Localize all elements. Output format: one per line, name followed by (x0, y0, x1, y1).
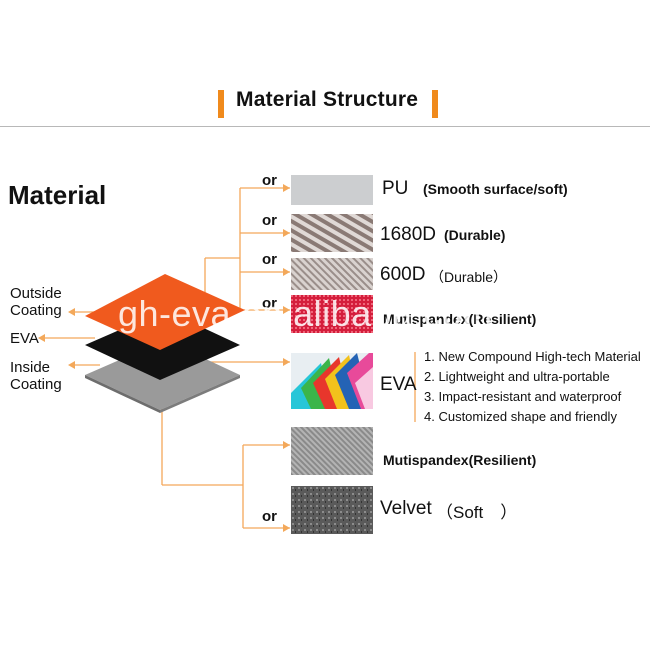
layer-label-inside-line1: Inside (10, 359, 51, 376)
layer-label-eva: EVA (10, 330, 39, 347)
watermark: gh-eva.en.alibaba.com (118, 293, 493, 334)
or-label-600d: or (262, 251, 277, 268)
layer-label-inside-line2: Coating (10, 376, 62, 393)
or-label-pu: or (262, 172, 277, 189)
eva-swatch (291, 353, 373, 409)
or-label-mutispandex: or (262, 295, 277, 312)
outside-coating-layer (85, 274, 245, 350)
600d-desc: （Durable） (430, 269, 508, 285)
pu-swatch (291, 175, 373, 205)
600d-swatch (291, 258, 373, 290)
layer-label-outside-line2: Coating (10, 302, 62, 319)
mutispandex-grey-swatch (291, 427, 373, 475)
eva-features: 1. New Compound High-tech Material 2. Li… (424, 347, 641, 427)
eva-feature-4: 4. Customized shape and friendly (424, 409, 617, 424)
or-label-1680d: or (262, 212, 277, 229)
1680d-desc: (Durable) (444, 227, 506, 243)
velvet-swatch (291, 486, 373, 534)
layer-label-outside-line1: Outside (10, 285, 62, 302)
eva-feature-1: 1. New Compound High-tech Material (424, 349, 641, 364)
header-divider (0, 126, 650, 127)
eva-feature-3: 3. Impact-resistant and waterproof (424, 389, 622, 404)
eva-feature-2: 2. Lightweight and ultra-portable (424, 369, 610, 384)
1680d-name: 1680D (380, 224, 436, 245)
velvet-name: Velvet (380, 498, 432, 519)
eva-name: EVA (380, 374, 417, 395)
mutispandex-inside-name: Mutispandex(Resilient) (383, 452, 537, 468)
section-heading: Material (8, 180, 107, 210)
or-label-velvet: or (262, 508, 277, 525)
page-title: Material Structure (236, 88, 419, 111)
velvet-desc: （Soft ） (436, 503, 518, 522)
600d-name: 600D (380, 264, 426, 285)
mutispandex-red-swatch (291, 295, 373, 333)
layer-label-inside: Inside Coating (10, 359, 62, 393)
layer-label-outside: Outside Coating (10, 285, 62, 319)
title-bar-left (218, 90, 224, 118)
pu-name: PU (382, 178, 409, 199)
pu-desc: (Smooth surface/soft) (423, 181, 568, 197)
title-bar-right (432, 90, 438, 118)
mutispandex-outside-name: Mutispandex(Resilient) (383, 311, 537, 327)
1680d-swatch (291, 214, 373, 252)
